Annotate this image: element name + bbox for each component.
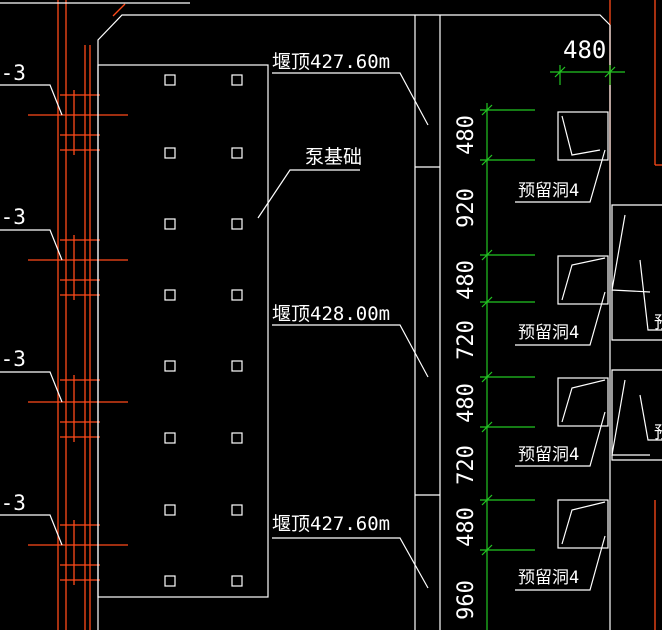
anchor-bolts <box>164 74 243 587</box>
vertical-dimension-labels: 480 920 480 720 480 720 480 960 <box>454 115 479 620</box>
reserved-hole-label: 预留洞4 <box>518 568 579 588</box>
dimension-label: 720 <box>454 320 479 360</box>
dimension-label: 920 <box>454 188 479 228</box>
reserved-hole-label: 预留洞4 <box>518 323 579 343</box>
left-tag-label: G-3 <box>0 491 26 515</box>
right-partial-holes <box>611 204 662 461</box>
reserved-hole-partial-label: 预 <box>654 423 662 443</box>
reserved-holes: 预留洞4 预留洞4 预留洞4 预留洞4 <box>515 111 609 591</box>
dimension-label: 480 <box>454 115 479 155</box>
dimension-label: 480 <box>454 260 479 300</box>
dimension-label: 480 <box>454 383 479 423</box>
reserved-hole-2: 预留洞4 <box>515 255 609 346</box>
weir-top-label-3: 堰顶427.60m <box>272 513 390 535</box>
pump-foundation-annotation: 泵基础 <box>257 146 362 219</box>
reserved-hole-3: 预留洞4 <box>515 377 609 467</box>
left-tag-label: G-3 <box>0 205 26 229</box>
dimension-chain <box>480 103 535 630</box>
reserved-hole-partial-label: 预 <box>654 313 662 333</box>
pump-foundation <box>97 64 269 598</box>
reserved-hole-label: 预留洞4 <box>518 181 579 201</box>
dimension-label: 960 <box>454 580 479 620</box>
left-tag-leaders <box>0 84 63 546</box>
dimension-label: 720 <box>454 445 479 485</box>
dimension-label: 480 <box>454 507 479 547</box>
top-dimension-label: 480 <box>563 36 606 64</box>
weir-top-label-2: 堰顶428.00m <box>272 303 390 325</box>
weir-top-label-1: 堰顶427.60m <box>272 51 390 73</box>
left-tag-label: G-3 <box>0 347 26 371</box>
reserved-hole-4: 预留洞4 <box>515 499 609 591</box>
pump-foundation-label: 泵基础 <box>305 146 362 168</box>
reserved-hole-1: 预留洞4 <box>515 111 609 203</box>
left-tag-labels: G-3 G-3 G-3 G-3 <box>0 61 26 515</box>
left-red-brackets <box>28 90 128 585</box>
weir-top-annotations: 堰顶427.60m 堰顶428.00m 堰顶427.60m <box>272 51 429 589</box>
reserved-hole-label: 预留洞4 <box>518 445 579 465</box>
left-tag-label: G-3 <box>0 61 26 85</box>
top-dimension: 480 <box>550 36 625 85</box>
